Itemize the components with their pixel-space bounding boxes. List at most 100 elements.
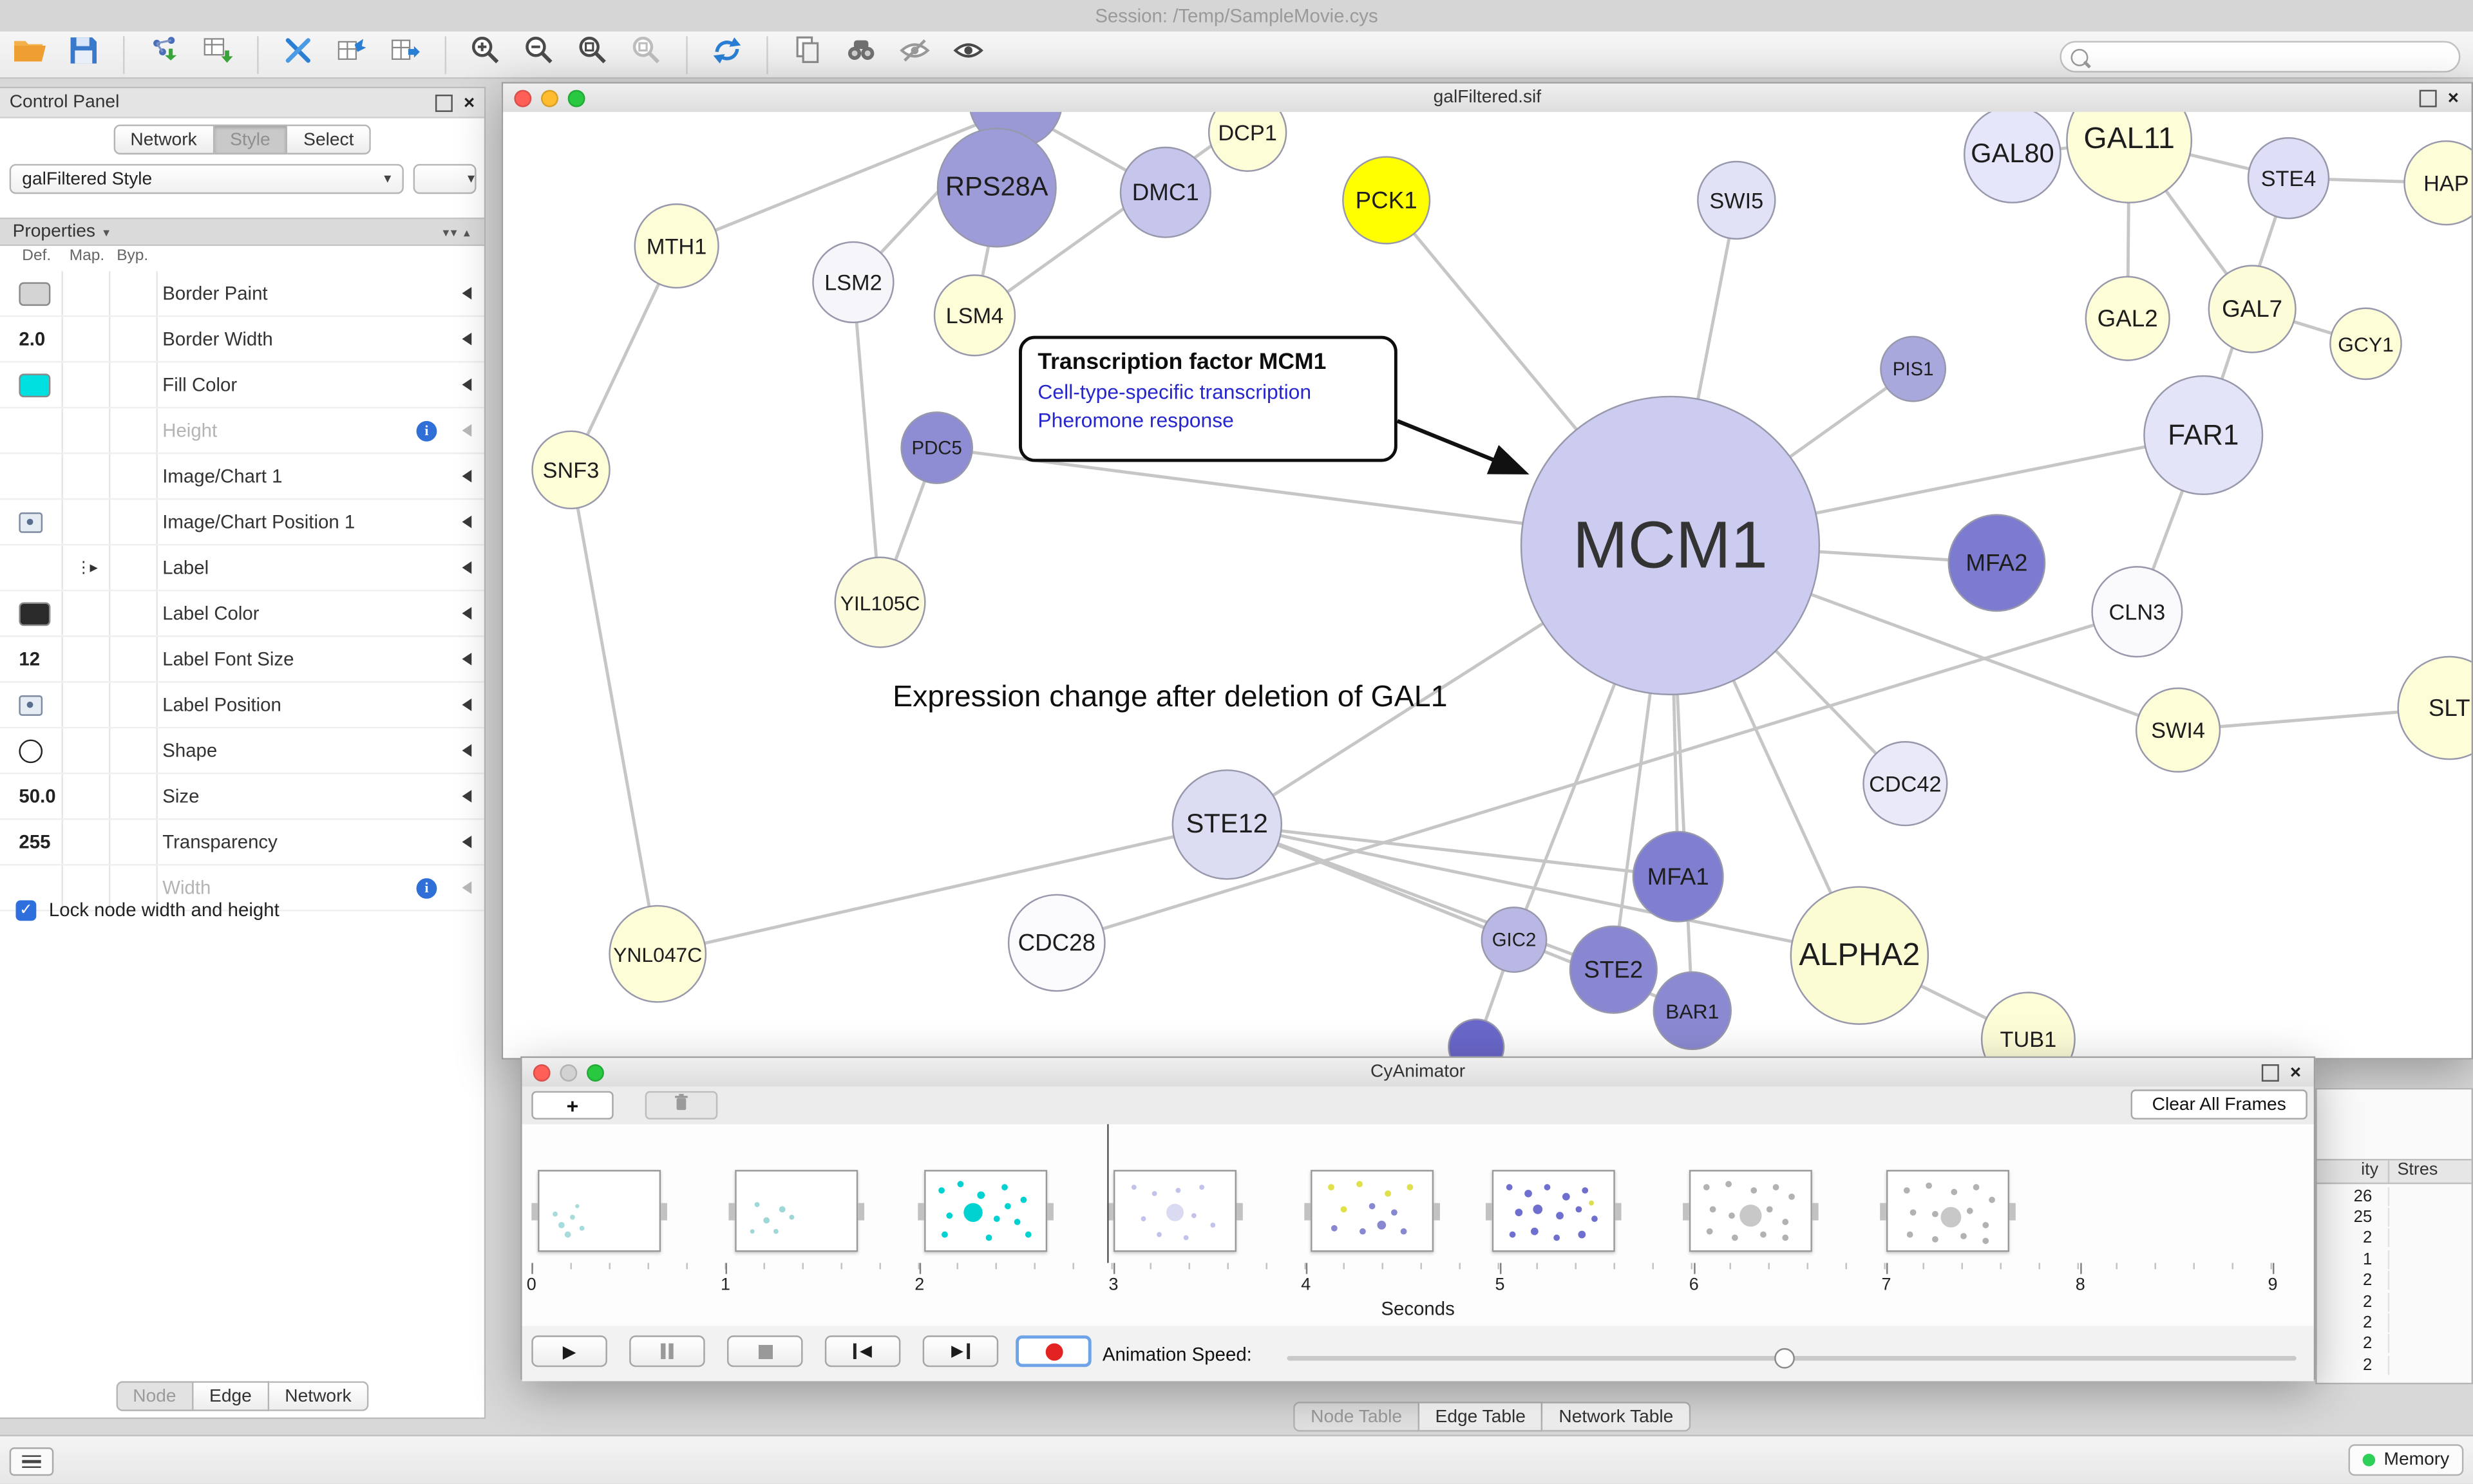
- node-swi4[interactable]: SWI4: [2135, 687, 2221, 773]
- stop-button[interactable]: [726, 1335, 803, 1367]
- node-dmc1[interactable]: DMC1: [1119, 146, 1211, 238]
- slider-thumb[interactable]: [1774, 1348, 1795, 1369]
- network-window-titlebar[interactable]: galFiltered.sif ×: [503, 83, 2472, 114]
- info-icon[interactable]: i: [416, 877, 437, 898]
- close-traffic-light[interactable]: [514, 89, 532, 107]
- cyanimator-titlebar[interactable]: CyAnimator ×: [522, 1058, 2314, 1088]
- zoom-in-button[interactable]: [465, 34, 506, 75]
- show-panels-button[interactable]: [9, 1447, 54, 1476]
- tab-network-table[interactable]: Network Table: [1542, 1402, 1691, 1432]
- style-options-button[interactable]: ▾: [413, 164, 477, 194]
- tab-select[interactable]: Select: [287, 124, 372, 155]
- minimize-traffic-light[interactable]: [560, 1063, 578, 1081]
- properties-header[interactable]: Properties ▾ ▾▾ ▴: [0, 217, 484, 247]
- tab-node-table[interactable]: Node Table: [1293, 1402, 1420, 1432]
- delete-frame-button[interactable]: [645, 1091, 718, 1120]
- annotation-link-1[interactable]: Cell-type-specific transcription: [1038, 380, 1312, 404]
- node-mfa2[interactable]: MFA2: [1947, 514, 2046, 612]
- refresh-button[interactable]: [706, 34, 748, 75]
- expand-row-icon[interactable]: [462, 606, 472, 620]
- animation-speed-slider[interactable]: [1287, 1348, 2297, 1369]
- tab-edge-table[interactable]: Edge Table: [1419, 1402, 1543, 1432]
- property-row-border-width[interactable]: 2.0 Border Width: [0, 317, 484, 363]
- table-row[interactable]: 25: [2317, 1207, 2472, 1228]
- label-color-swatch[interactable]: [19, 601, 51, 626]
- zoom-traffic-light[interactable]: [567, 89, 585, 107]
- expand-row-icon[interactable]: [462, 424, 472, 437]
- node-gcy1[interactable]: GCY1: [2329, 307, 2402, 380]
- hide-selected-button[interactable]: [895, 34, 936, 75]
- expand-row-icon[interactable]: [462, 378, 472, 391]
- frame-thumbnail-5[interactable]: [1485, 1170, 1622, 1252]
- memory-button[interactable]: Memory: [2349, 1444, 2464, 1476]
- table-row[interactable]: 2: [2317, 1312, 2472, 1333]
- border-paint-swatch[interactable]: [19, 281, 51, 305]
- node-mfa1[interactable]: MFA1: [1632, 831, 1724, 923]
- node-mcm1[interactable]: MCM1: [1520, 395, 1821, 696]
- property-row-label-font-size[interactable]: 12 Label Font Size: [0, 637, 484, 683]
- toolbar-search[interactable]: [2060, 41, 2461, 73]
- zoom-selected-button[interactable]: [626, 34, 667, 75]
- node-mth1[interactable]: MTH1: [634, 203, 719, 289]
- frame-thumbnail-4[interactable]: [1304, 1170, 1440, 1252]
- node-bar1[interactable]: BAR1: [1653, 971, 1732, 1051]
- node-gic2[interactable]: GIC2: [1481, 906, 1548, 973]
- property-row-label-position[interactable]: Label Position: [0, 682, 484, 729]
- table-row[interactable]: 26: [2317, 1186, 2472, 1207]
- node-ste4[interactable]: STE4: [2247, 137, 2330, 220]
- annotation-box[interactable]: Transcription factor MCM1 Cell-type-spec…: [1019, 335, 1398, 462]
- expand-row-icon[interactable]: [462, 652, 472, 666]
- table-row[interactable]: 2: [2317, 1355, 2472, 1376]
- tab-node-style[interactable]: Node: [115, 1381, 194, 1411]
- node-lsm4[interactable]: LSM4: [933, 274, 1016, 357]
- property-row-image-chart-position-1[interactable]: Image/Chart Position 1: [0, 500, 484, 546]
- expand-row-icon[interactable]: [462, 835, 472, 849]
- clear-all-frames-button[interactable]: Clear All Frames: [2130, 1089, 2307, 1120]
- property-row-transparency[interactable]: 255 Transparency: [0, 820, 484, 866]
- node-hap[interactable]: HAP: [2403, 140, 2472, 226]
- expand-row-icon[interactable]: [462, 698, 472, 711]
- export-network-button[interactable]: [331, 34, 372, 75]
- add-frame-button[interactable]: +: [531, 1091, 614, 1120]
- close-panel-icon[interactable]: ×: [463, 90, 475, 113]
- frame-thumbnail-2[interactable]: [918, 1170, 1054, 1252]
- property-row-border-paint[interactable]: Border Paint: [0, 271, 484, 317]
- paste-button[interactable]: [787, 34, 828, 75]
- property-row-height[interactable]: Height i: [0, 408, 484, 455]
- table-row[interactable]: 2: [2317, 1228, 2472, 1249]
- import-network-button[interactable]: [144, 34, 185, 75]
- close-window-icon[interactable]: ×: [2447, 86, 2459, 108]
- frame-thumbnail-6[interactable]: [1683, 1170, 1819, 1252]
- property-row-fill-color[interactable]: Fill Color: [0, 362, 484, 409]
- tab-network[interactable]: Network: [113, 124, 214, 155]
- search-input[interactable]: [2096, 46, 2450, 68]
- go-to-end-button[interactable]: ▶: [922, 1335, 999, 1367]
- fill-color-swatch[interactable]: [19, 373, 51, 397]
- node-cln3[interactable]: CLN3: [2091, 566, 2183, 658]
- tab-network-style[interactable]: Network: [269, 1381, 369, 1411]
- node-rps28a[interactable]: RPS28A: [936, 127, 1057, 248]
- tab-style[interactable]: Style: [214, 124, 288, 155]
- node-pck1[interactable]: PCK1: [1342, 156, 1431, 245]
- mapping-icon[interactable]: ⋮▸: [75, 559, 98, 577]
- record-button[interactable]: [1016, 1335, 1092, 1367]
- node-ynl047c[interactable]: YNL047C: [609, 905, 707, 1003]
- node-pis1[interactable]: PIS1: [1880, 335, 1947, 402]
- expand-row-icon[interactable]: [462, 789, 472, 803]
- float-window-icon[interactable]: [2261, 1063, 2279, 1081]
- import-table-button[interactable]: [197, 34, 238, 75]
- info-icon[interactable]: i: [416, 420, 437, 441]
- node-swi5[interactable]: SWI5: [1697, 160, 1776, 240]
- expand-row-icon[interactable]: [462, 515, 472, 529]
- open-session-button[interactable]: [10, 34, 51, 75]
- minimize-traffic-light[interactable]: [541, 89, 558, 107]
- table-row[interactable]: 2: [2317, 1270, 2472, 1291]
- node-gal7[interactable]: GAL7: [2208, 265, 2297, 353]
- annotation-link-2[interactable]: Pheromone response: [1038, 408, 1234, 433]
- node-ste12[interactable]: STE12: [1171, 769, 1283, 880]
- default-value[interactable]: 50.0: [19, 785, 56, 807]
- network-canvas[interactable]: RPS28A DCP1 DMC1 PCK1 SWI5 GAL80 GAL11 S…: [503, 111, 2472, 1058]
- timeline-playhead[interactable]: [1107, 1124, 1109, 1263]
- first-neighbors-button[interactable]: [840, 34, 882, 75]
- show-all-button[interactable]: [948, 34, 989, 75]
